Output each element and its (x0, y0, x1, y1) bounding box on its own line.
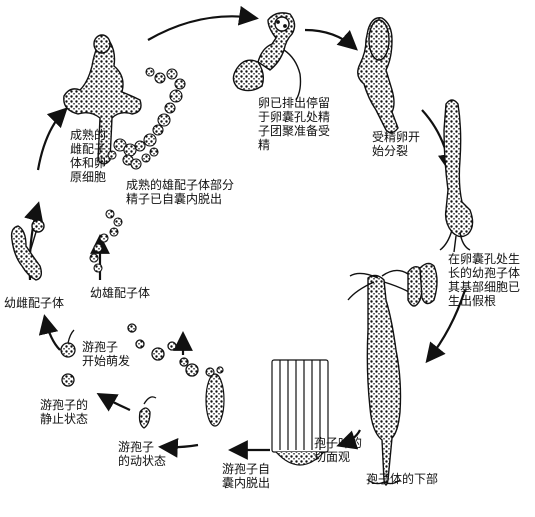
label-sporophyte-lower-part: 孢子体的下部 (366, 472, 439, 486)
zoospores (60, 323, 199, 429)
arrow-to-egg-release (147, 5, 259, 41)
cycle-arrows (24, 5, 467, 460)
arrow-to-zoospore-resting (96, 393, 131, 412)
young-female-gametophyte (10, 219, 45, 281)
label-young-female-gametophyte: 幼雌配子体 (4, 296, 65, 310)
label-young-male-gametophyte: 幼雄配子体 (90, 286, 151, 300)
label-mature-male-gametophyte: 成熟的雄配子体部分 精子已自囊内脱出 (126, 178, 235, 206)
arrow-to-mature-gametophyte (36, 107, 68, 171)
label-mature-female-gametophyte: 成熟的 雌配子 体和卵 原细胞 (70, 128, 107, 184)
sorus-section (271, 359, 329, 466)
label-zygote-dividing: 受精卵开 始分裂 (372, 130, 421, 158)
arrow-to-sporophyte (425, 289, 467, 364)
label-egg-released: 卵已排出停留 于卵囊孔处精 子团聚准备受 精 (258, 96, 331, 152)
label-young-sporophyte: 在卵囊孔处生 长的幼孢子体 其基部细胞已 生出假根 (448, 252, 521, 308)
arrow-to-sorus (336, 429, 361, 450)
label-zoospore-motile: 游孢子 的动状态 (118, 440, 167, 468)
label-sorus-section: 孢子叶的 切面观 (314, 436, 363, 464)
young-male-gametophyte (89, 209, 123, 273)
label-zoospore-resting: 游孢子的 静止状态 (40, 398, 89, 426)
sporophyte-lower-part (347, 262, 438, 486)
egg-released-stage (232, 12, 302, 101)
zygote-dividing-stage (357, 17, 399, 134)
arrow-to-zoospore-germinating (38, 314, 61, 351)
mature-male-gametophyte (107, 67, 186, 170)
label-zoospore-release: 游孢子自 囊内脱出 (222, 462, 271, 490)
young-sporophyte (439, 99, 474, 253)
zoospore-release (205, 366, 225, 427)
arrow-to-zygote (304, 28, 358, 51)
mature-female-gametophyte (63, 34, 142, 165)
label-zoospore-germinating: 游孢子 开始萌发 (82, 340, 131, 368)
arrow-to-zoospore-motile (158, 437, 199, 458)
